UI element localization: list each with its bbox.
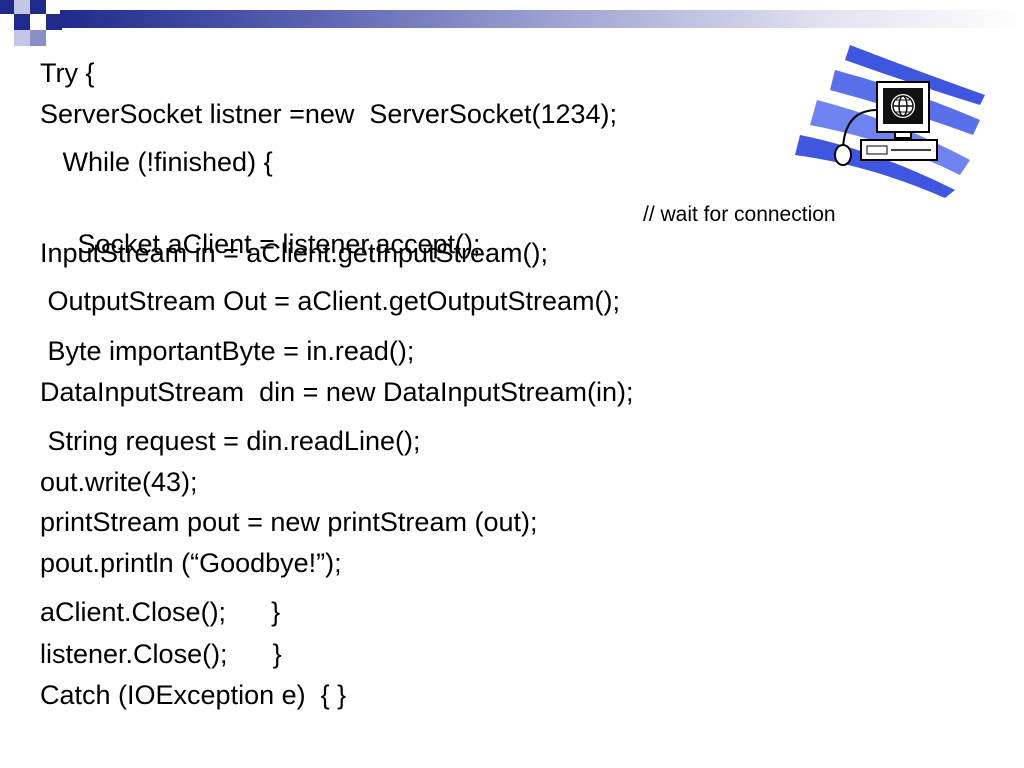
- code-line: ServerSocket listner =new ServerSocket(1…: [40, 99, 618, 129]
- code-text: Socket aClient = listener.accept();: [70, 229, 481, 259]
- networked-computer-icon: [795, 45, 985, 198]
- code-line: While (!finished) {: [40, 147, 273, 177]
- decoration-square: [14, 0, 30, 14]
- code-line: printStream pout = new printStream (out)…: [40, 507, 538, 537]
- code-line: InputStream in = aClient.getInputStream(…: [40, 238, 549, 268]
- code-line: listener.Close(); }: [40, 639, 282, 669]
- decoration-square: [0, 14, 14, 30]
- code-line: OutputStream Out = aClient.getOutputStre…: [40, 286, 621, 316]
- decoration-square: [14, 14, 30, 30]
- top-gradient-bar: [60, 10, 1024, 28]
- top-decoration: [0, 0, 1024, 60]
- decoration-square: [30, 0, 46, 14]
- code-line: DataInputStream din = new DataInputStrea…: [40, 377, 634, 407]
- code-line: String request = din.readLine();: [40, 426, 421, 456]
- code-line: pout.println (“Goodbye!”);: [40, 548, 342, 578]
- code-line: Try {: [40, 58, 95, 88]
- decoration-square: [46, 0, 62, 14]
- decoration-square: [0, 0, 14, 14]
- code-line: out.write(43);: [40, 467, 198, 497]
- code-line: Byte importantByte = in.read();: [40, 336, 415, 366]
- code-comment: // wait for connection: [643, 203, 836, 226]
- decoration-square: [30, 30, 46, 46]
- decoration-square: [14, 30, 30, 46]
- code-line: Catch (IOException e) { }: [40, 680, 347, 710]
- decoration-square: [46, 30, 62, 46]
- decoration-square: [30, 14, 46, 30]
- code-line: Socket aClient = listener.accept();: [40, 196, 481, 292]
- code-line: aClient.Close(); }: [40, 597, 281, 627]
- decoration-square: [46, 14, 62, 30]
